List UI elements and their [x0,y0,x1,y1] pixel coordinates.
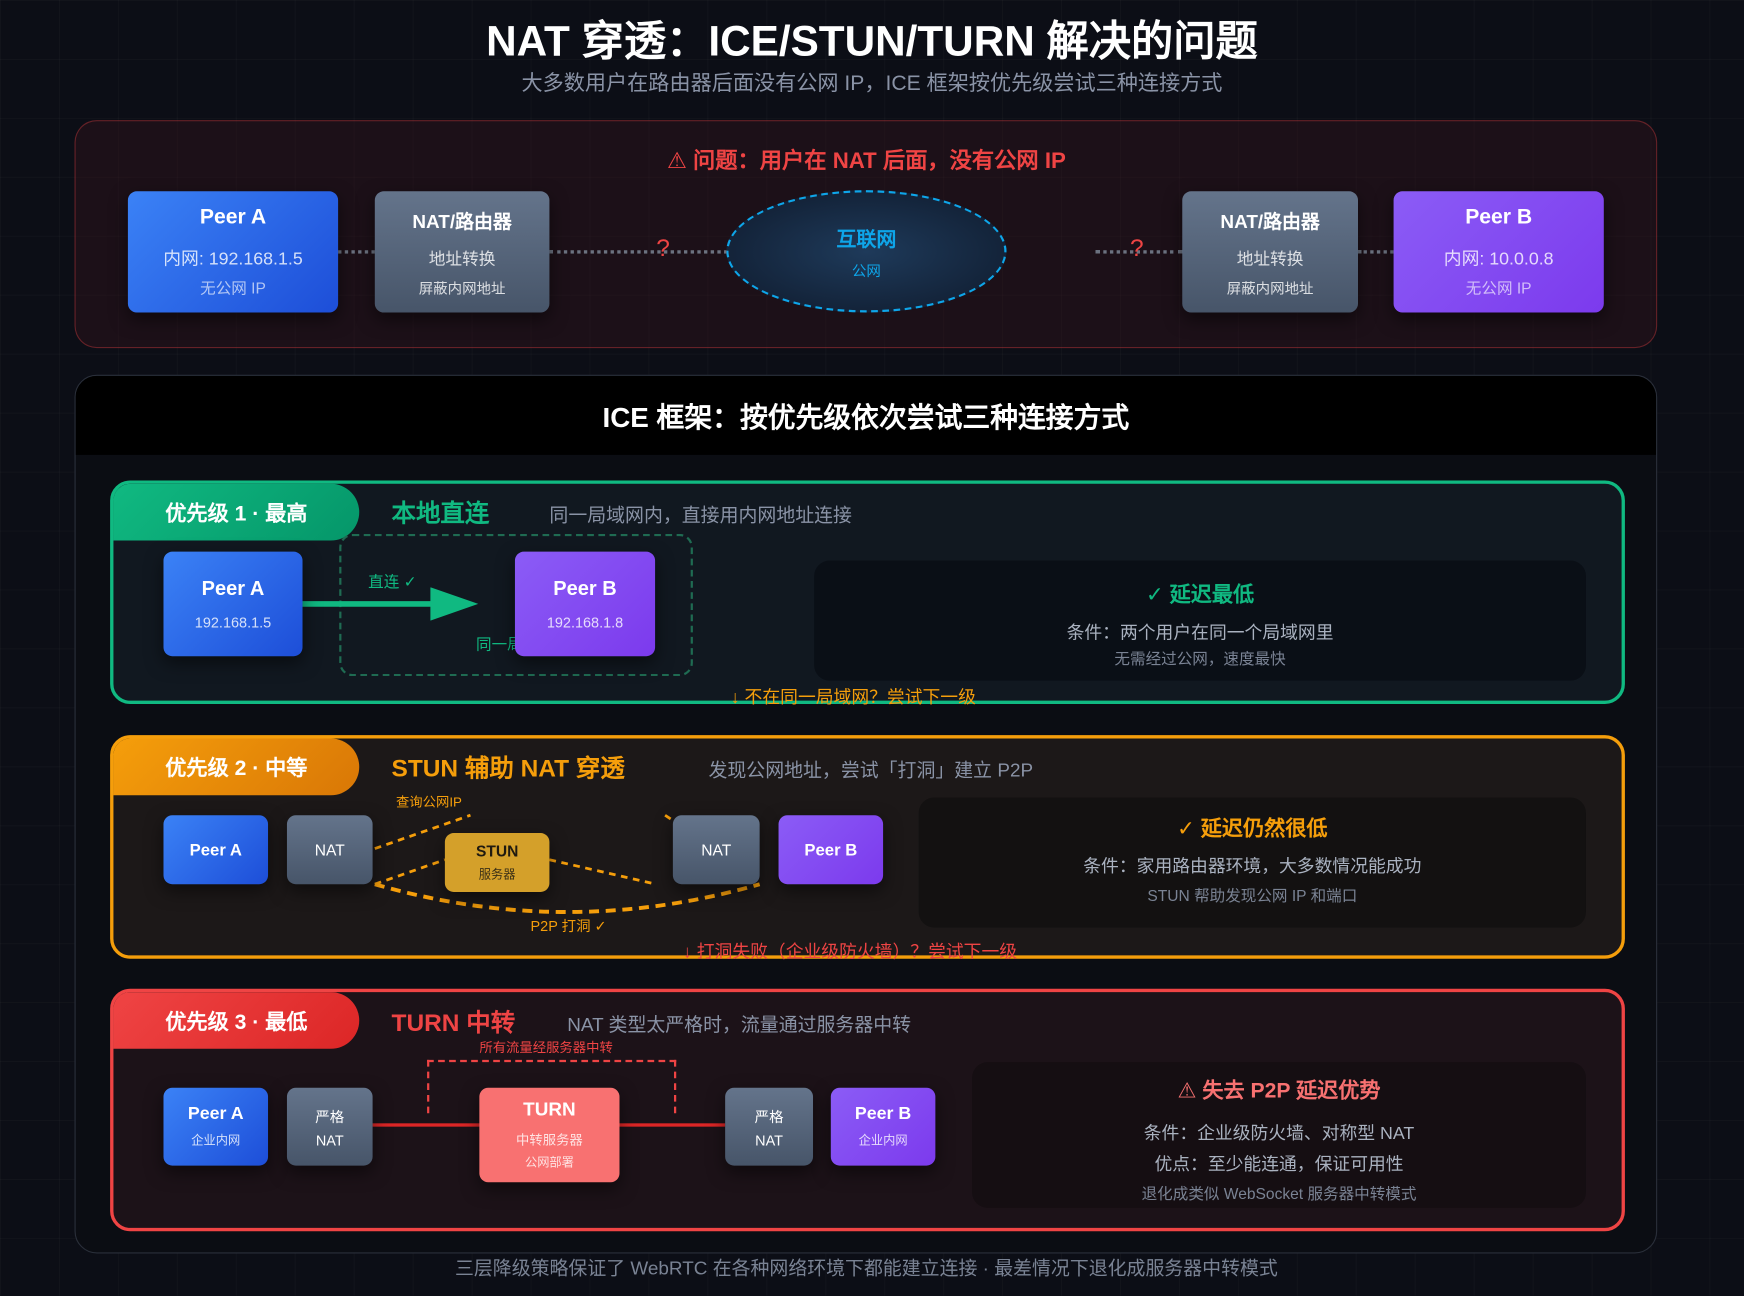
peer-b-node: Peer B [778,815,884,885]
tier-2-info-panel: ✓ 延迟仍然很低 条件：家用路由器环境，大多数情况能成功 STUN 帮助发现公网… [918,797,1586,928]
peer-a-node: Peer A [163,815,269,885]
panel-line: 无需经过公网，速度最快 [1114,649,1286,668]
footer-note: 三层降级策略保证了 WebRTC 在各种网络环境下都能建立连接 · 最差情况下退… [454,1257,1278,1280]
nat-name: NAT/路由器 [1220,211,1320,233]
stun-server-node: STUN 服务器 [444,833,550,892]
panel-title: ✓ 延迟仍然很低 [1177,817,1328,841]
link-line [1357,250,1394,254]
server-sub: 公网部署 [524,1156,574,1171]
fallback-note: ↓ 不在同一局域网？尝试下一级 [730,688,976,708]
relay-label: 所有流量经服务器中转 [479,1039,613,1056]
peer-name: Peer B [804,840,858,860]
peer-a-node: Peer A 内网: 192.168.1.5 无公网 IP [127,191,339,313]
peer-ip: 内网: 10.0.0.8 [1443,249,1554,269]
panel-line: 优点：至少能连通，保证可用性 [1154,1155,1404,1175]
page-title: NAT 穿透：ICE/STUN/TURN 解决的问题 [486,18,1258,66]
nat-line1: 地址转换 [428,250,496,270]
turn-server-node: TURN 中转服务器 公网部署 [479,1087,620,1183]
tier-1-info-panel: ✓ 延迟最低 条件：两个用户在同一个局域网里 无需经过公网，速度最快 [814,560,1586,681]
peer-sub: 企业内网 [191,1134,241,1148]
nat-b-node: NAT [672,815,760,885]
nat-name: NAT [701,840,732,859]
nat-line1: 地址转换 [1236,250,1304,270]
peer-b-node: Peer B 192.168.1.8 [514,551,656,657]
server-sub: 服务器 [478,868,516,882]
peer-note: 无公网 IP [1465,278,1532,297]
peer-name: Peer B [553,577,617,600]
problem-heading: ⚠ 问题：用户在 NAT 后面，没有公网 IP [666,149,1066,174]
peer-ip: 内网: 192.168.1.5 [163,249,303,269]
peer-name: Peer A [201,577,265,600]
nat-router-b: NAT/路由器 地址转换 屏蔽内网地址 [1182,191,1358,313]
priority-badge: 优先级 3 · 最低 [113,992,360,1049]
peer-name: Peer A [199,205,267,229]
arrow-label: 直连 ✓ [368,572,417,591]
priority-badge: 优先级 2 · 中等 [113,738,360,796]
server-name: TURN [523,1098,576,1120]
panel-line: 退化成类似 WebSocket 服务器中转模式 [1141,1184,1417,1203]
link-line [1095,250,1183,254]
panel-title: ✓ 延迟最低 [1146,583,1255,608]
nat-line2: NAT [315,1131,344,1149]
stun-paths [374,813,761,914]
server-name: STUN [475,841,519,860]
tier-title: TURN 中转 [391,1008,516,1037]
peer-name: Peer B [1465,205,1533,229]
peer-a-node: Peer A 企业内网 [163,1087,269,1166]
page-subtitle: 大多数用户在路由器后面没有公网 IP，ICE 框架按优先级尝试三种连接方式 [521,72,1223,96]
question-mark: ? [1129,233,1144,262]
lan-label: 同一局 [476,635,523,653]
question-mark: ? [656,233,670,262]
peer-name: Peer B [854,1104,912,1124]
peer-name: Peer A [187,1104,244,1124]
priority-badge: 优先级 1 · 最高 [113,483,360,541]
nat-line2: 屏蔽内网地址 [418,280,506,297]
fallback-note: ↓ 打洞失败（企业级防火墙）？尝试下一级 [682,943,1018,963]
nat-router-a: NAT/路由器 地址转换 屏蔽内网地址 [374,191,550,313]
relay-bracket [427,1059,677,1114]
internet-cloud: 互联网 公网 [726,190,1007,313]
peer-ip: 192.168.1.5 [194,613,272,631]
nat-name: NAT [314,840,345,859]
link-line [549,250,776,254]
peer-a-node: Peer A 192.168.1.5 [163,551,303,657]
nat-a-node: NAT [286,815,373,885]
tier-title: STUN 辅助 NAT 穿透 [391,754,625,782]
nat-line1: 严格 [315,1108,345,1125]
peer-b-node: Peer B 内网: 10.0.0.8 无公网 IP [1393,191,1604,313]
tier-3-info-panel: ⚠ 失去 P2P 延迟优势 条件：企业级防火墙、对称型 NAT 优点：至少能连通… [972,1062,1586,1208]
internet-sub: 公网 [851,261,881,279]
strict-nat-b: 严格 NAT [725,1087,814,1166]
panel-line: 条件：两个用户在同一个局域网里 [1066,623,1334,643]
tier-desc: 同一局域网内，直接用内网地址连接 [549,504,852,527]
peer-b-node: Peer B 企业内网 [830,1087,936,1166]
query-label: 查询公网IP [395,794,462,810]
internet-label: 互联网 [836,227,897,250]
panel-line: 条件：家用路由器环境，大多数情况能成功 [1083,857,1422,877]
tier-desc: 发现公网地址，尝试「打洞」建立 P2P [708,759,1034,781]
peer-note: 无公网 IP [200,278,266,297]
peer-ip: 192.168.1.8 [546,613,624,631]
peer-sub: 企业内网 [858,1134,908,1148]
nat-line1: 严格 [754,1108,784,1125]
nat-line2: 屏蔽内网地址 [1226,280,1314,297]
panel-line: 条件：企业级防火墙、对称型 NAT [1143,1124,1415,1144]
tier-desc: NAT 类型太严格时，流量通过服务器中转 [567,1014,912,1036]
peer-name: Peer A [189,840,242,860]
link-line [338,250,375,254]
direct-arrow [302,587,479,621]
panel-line: STUN 帮助发现公网 IP 和端口 [1147,886,1358,905]
ice-title: ICE 框架：按优先级依次尝试三种连接方式 [75,375,1657,455]
tier-title: 本地直连 [391,499,490,528]
nat-name: NAT/路由器 [412,211,512,233]
strict-nat-a: 严格 NAT [286,1087,373,1166]
panel-title: ⚠ 失去 P2P 延迟优势 [1177,1079,1381,1104]
nat-line2: NAT [755,1131,784,1149]
p2p-label: P2P 打洞 ✓ [530,917,607,935]
server-sub: 中转服务器 [516,1132,583,1148]
